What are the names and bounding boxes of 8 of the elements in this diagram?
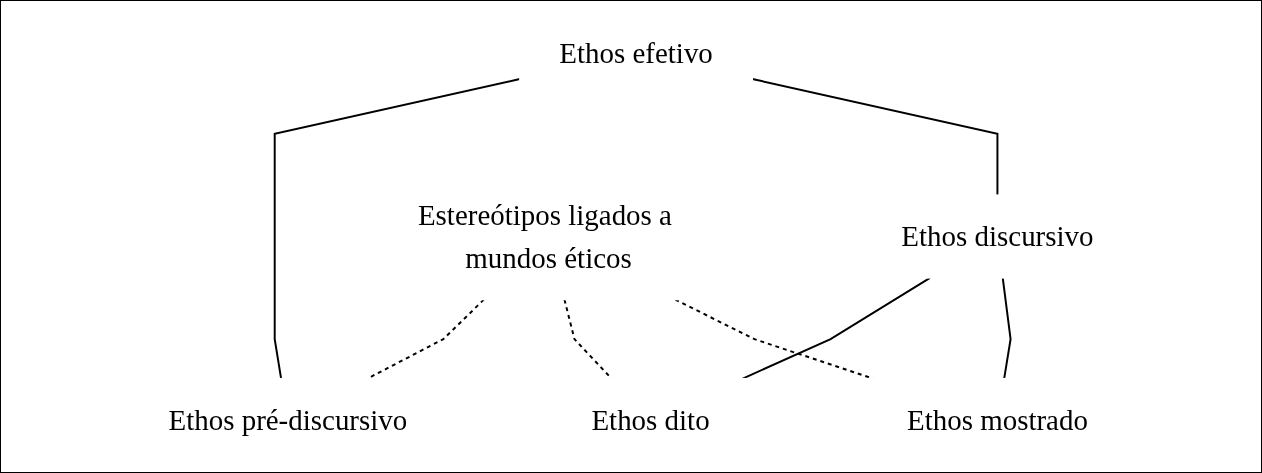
- connector: [1001, 276, 1012, 380]
- node-text: Ethos efetivo: [559, 36, 713, 70]
- node-text: Ethos discursivo: [901, 220, 1094, 253]
- node-text: Ethos mostrado: [906, 403, 1088, 437]
- node-text: Estereótipos ligados a mundos éticos: [417, 198, 672, 275]
- connector: [741, 276, 932, 380]
- node-text: Ethos pré-discursivo: [168, 403, 408, 437]
- node-text: Ethos dito: [591, 403, 710, 437]
